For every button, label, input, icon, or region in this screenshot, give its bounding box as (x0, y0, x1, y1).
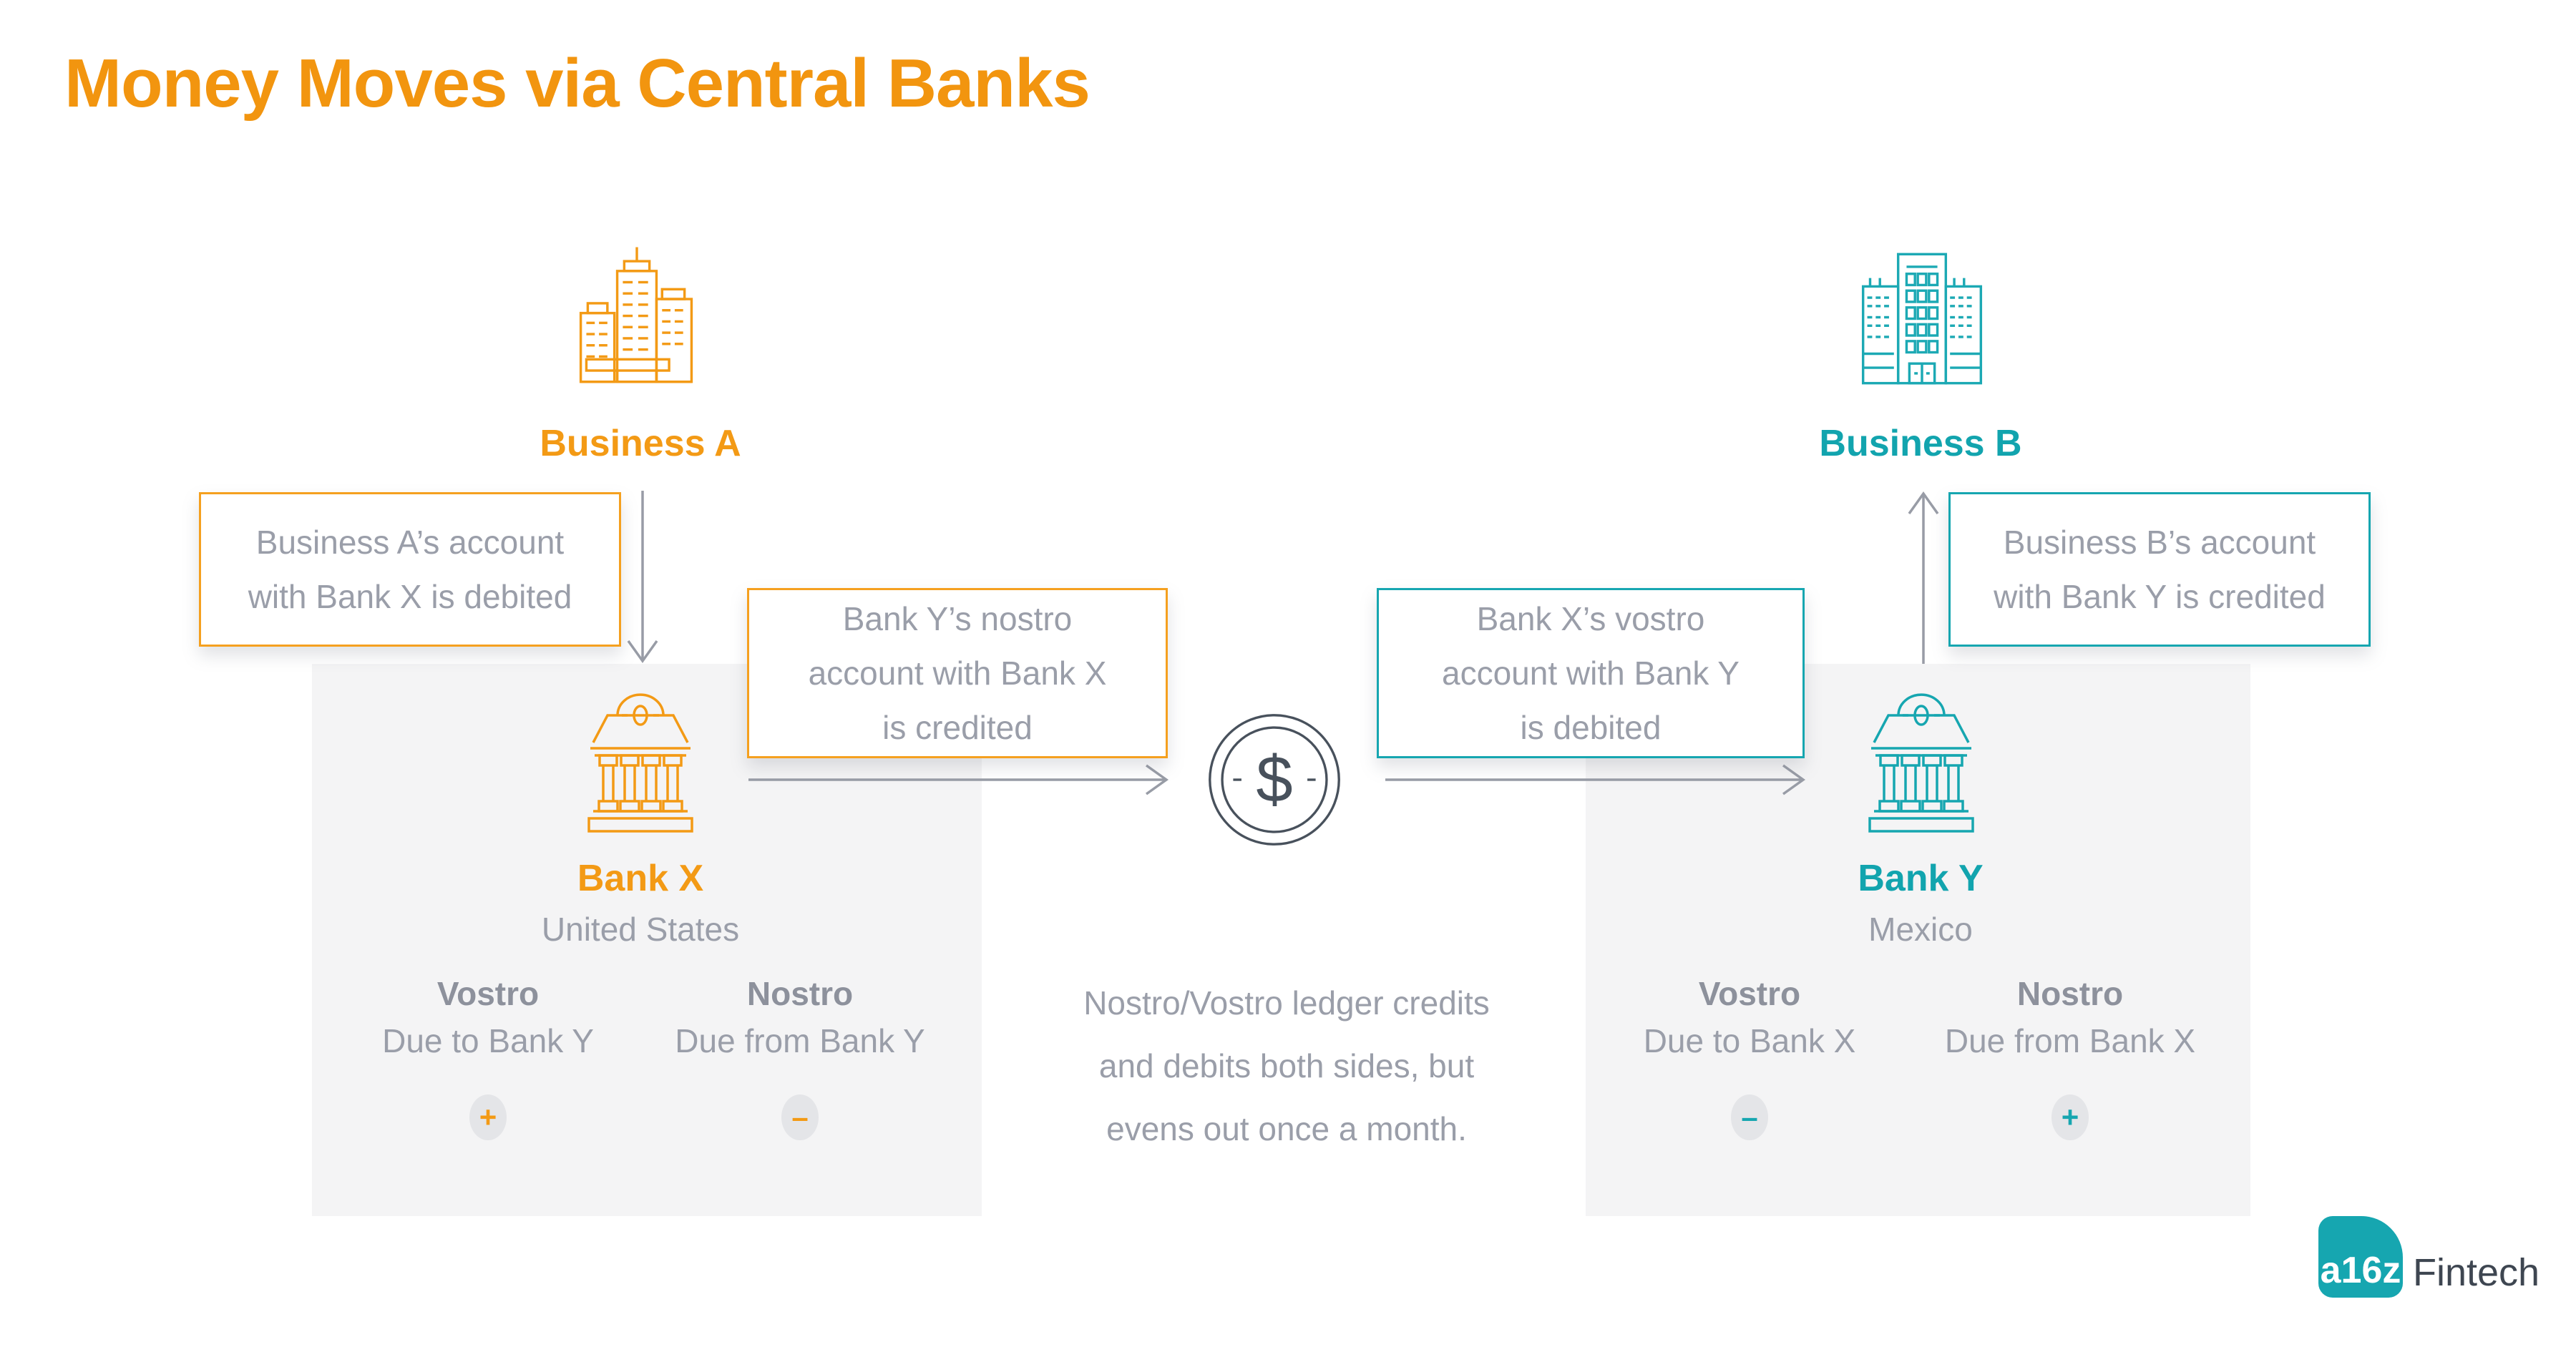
note-line: Bank Y’s nostro (842, 600, 1073, 637)
bank-x-building-icon (574, 692, 707, 839)
bank-x-vostro-sign-badge: + (469, 1094, 507, 1140)
note-line: account with Bank Y (1442, 655, 1740, 692)
bank-x-vostro-debit-note: Bank X’s vostro account with Bank Y is d… (1377, 588, 1805, 758)
a16z-logo-text: a16z (2320, 1250, 2401, 1291)
business-a-label: Business A (540, 423, 741, 464)
business-b-credit-note: Business B’s account with Bank Y is cred… (1948, 492, 2371, 647)
note-line: is credited (882, 709, 1033, 746)
note-line: evens out once a month. (1106, 1110, 1467, 1147)
note-line: Nostro/Vostro ledger credits (1083, 984, 1490, 1022)
arrow-down-business-a-to-bank-x (623, 488, 663, 670)
bank-y-label: Bank Y (1858, 858, 1984, 899)
bank-y-country: Mexico (1868, 911, 1973, 948)
note-line: is debited (1520, 709, 1662, 746)
central-bank-dollar-coin-icon: $ (1206, 711, 1343, 848)
bank-x-nostro-sign-badge: – (781, 1094, 819, 1140)
bank-y-vostro-due: Due to Bank X (1643, 1022, 1856, 1059)
bank-x-label: Bank X (577, 858, 704, 899)
bank-x-vostro-heading: Vostro (436, 975, 540, 1012)
dollar-sign-glyph: $ (1256, 743, 1292, 816)
bank-x-nostro-heading: Nostro (746, 975, 854, 1012)
bank-y-nostro-due: Due from Bank X (1944, 1022, 2196, 1059)
note-line: account with Bank X (808, 655, 1107, 692)
business-a-debit-note: Business A’s account with Bank X is debi… (199, 492, 621, 647)
arrow-up-bank-y-to-business-b (1903, 488, 1943, 670)
bank-y-nostro-credit-note: Bank Y’s nostro account with Bank X is c… (747, 588, 1168, 758)
bank-y-nostro-heading: Nostro (2016, 975, 2124, 1012)
bank-x-nostro-due: Due from Bank Y (675, 1022, 925, 1059)
note-line: Business A’s account (255, 524, 565, 561)
business-b-label: Business B (1819, 423, 2022, 464)
bank-x-country: United States (541, 911, 740, 948)
arrow-central-bank-to-bank-y (1384, 760, 1807, 803)
fintech-wordmark: Fintech (2413, 1251, 2540, 1294)
note-line: and debits both sides, but (1098, 1047, 1475, 1084)
bank-x-vostro-due: Due to Bank Y (382, 1022, 594, 1059)
note-line: Business B’s account (2003, 524, 2316, 561)
nostro-vostro-explanation: Nostro/Vostro ledger credits and debits … (1015, 971, 1558, 1160)
bank-y-vostro-heading: Vostro (1698, 975, 1801, 1012)
bank-y-nostro-sign-badge: + (2051, 1094, 2089, 1140)
page-title: Money Moves via Central Banks (64, 45, 1091, 122)
a16z-logo-mark: a16z (2318, 1216, 2403, 1298)
bank-y-building-icon (1855, 692, 1988, 839)
arrow-bank-x-to-central-bank (747, 760, 1171, 803)
bank-y-vostro-sign-badge: – (1731, 1094, 1768, 1140)
note-line: with Bank X is debited (248, 578, 572, 615)
note-line: Bank X’s vostro (1476, 600, 1705, 637)
note-line: with Bank Y is credited (1994, 578, 2326, 615)
business-b-building-icon (1852, 236, 1992, 401)
business-a-building-icon (567, 236, 707, 401)
